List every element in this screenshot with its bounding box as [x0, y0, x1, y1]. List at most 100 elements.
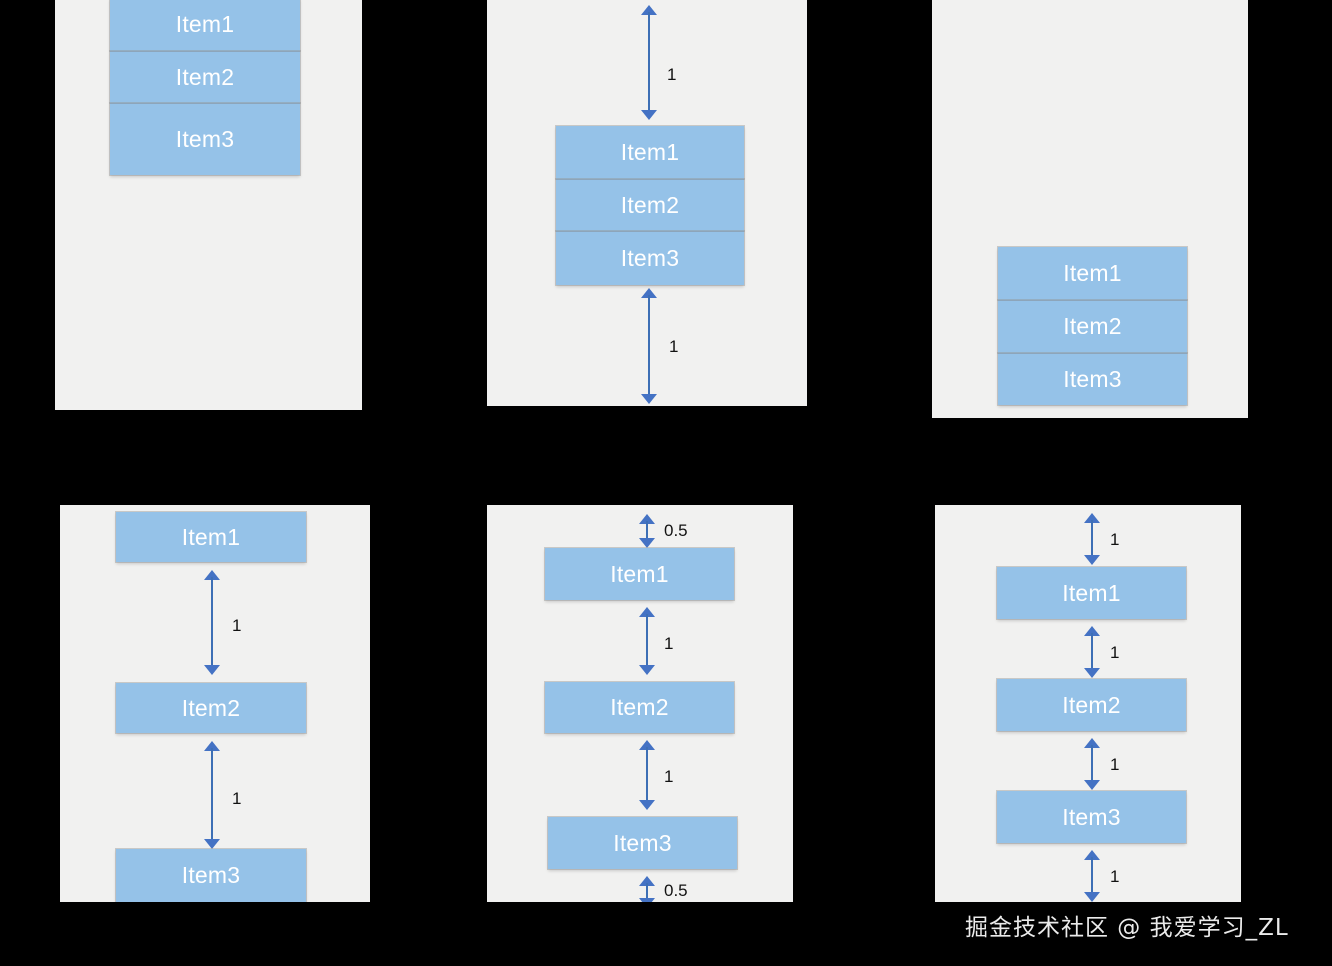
item-label: Item1: [620, 139, 680, 165]
item-box: Item2: [997, 679, 1186, 731]
gap-arrow: [638, 740, 656, 810]
gap-label: 1: [232, 789, 242, 808]
arrow-head-down-icon: [204, 839, 220, 849]
watermark: 掘金技术社区 @ 我爱学习_ZL: [965, 915, 1289, 941]
arrow-head-down-icon: [204, 665, 220, 675]
item-label: Item2: [1062, 691, 1121, 718]
gap-arrow: [640, 288, 658, 404]
item-box: Item3: [997, 791, 1186, 843]
item-label: Item3: [613, 829, 672, 856]
arrow-head-down-icon: [1084, 892, 1100, 902]
gap-arrow: [203, 741, 221, 849]
item-label: Item1: [181, 523, 241, 550]
arrow-head-down-icon: [1084, 780, 1100, 790]
item-label: Item3: [1063, 365, 1122, 392]
arrow-head-down-icon: [1084, 555, 1100, 565]
arrow-head-up-icon: [204, 741, 220, 751]
arrow-head-up-icon: [204, 570, 220, 580]
item-box: Item2: [556, 179, 744, 231]
gap-arrow: [638, 514, 656, 548]
gap-arrow: [1083, 850, 1101, 902]
item-label: Item3: [181, 862, 241, 888]
arrow-head-down-icon: [639, 538, 655, 548]
gap-arrow: [638, 876, 656, 902]
arrow-head-up-icon: [639, 607, 655, 617]
arrow-shaft: [646, 747, 648, 803]
arrow-head-down-icon: [641, 110, 657, 120]
gap-label: 1: [667, 65, 677, 84]
panel-center: 1 Item1 Item2 Item3 1: [487, 0, 807, 406]
arrow-shaft: [646, 614, 648, 668]
arrow-head-up-icon: [641, 5, 657, 15]
arrow-shaft: [648, 12, 650, 113]
arrow-head-up-icon: [641, 288, 657, 298]
arrow-head-up-icon: [1084, 850, 1100, 860]
gap-arrow: [1083, 738, 1101, 790]
arrow-head-up-icon: [1084, 513, 1100, 523]
arrow-head-down-icon: [639, 898, 655, 902]
arrow-shaft: [211, 577, 213, 668]
item-box: Item3: [556, 231, 744, 285]
item-label: Item2: [610, 694, 669, 720]
arrow-shaft: [1091, 857, 1093, 895]
item-box: Item1: [116, 512, 306, 562]
item-box: Item3: [116, 849, 306, 902]
arrow-shaft: [211, 748, 213, 842]
arrow-head-up-icon: [639, 740, 655, 750]
gap-label: 1: [664, 634, 674, 653]
gap-arrow: [638, 607, 656, 675]
item-box: Item3: [998, 353, 1187, 405]
gap-label: 1: [1110, 530, 1120, 549]
gap-label: 0.5: [664, 881, 688, 900]
gap-arrow: [1083, 513, 1101, 565]
item-label: Item1: [610, 560, 669, 587]
arrow-shaft: [1091, 633, 1093, 671]
item-box: Item2: [116, 683, 306, 733]
panel-space-between: Item1 1 Item2 1 Item3: [60, 505, 370, 902]
item-box: Item2: [110, 51, 300, 103]
gap-arrow: [203, 570, 221, 675]
item-label: Item2: [620, 191, 680, 218]
item-box: Item1: [997, 567, 1186, 619]
gap-arrow: [1083, 626, 1101, 678]
panel-flex-start: Item1 Item2 Item3: [55, 0, 362, 410]
arrow-shaft: [646, 521, 648, 541]
item-box: Item1: [110, 0, 300, 51]
gap-label: 1: [1110, 755, 1120, 774]
panel-flex-end: Item1 Item2 Item3: [932, 0, 1248, 418]
arrow-head-down-icon: [639, 800, 655, 810]
gap-label: 1: [664, 767, 674, 786]
gap-arrow: [640, 5, 658, 120]
item-label: Item1: [175, 11, 235, 37]
gap-label: 1: [669, 337, 679, 356]
gap-label: 1: [1110, 643, 1120, 662]
item-box: Item1: [556, 126, 744, 179]
arrow-head-up-icon: [1084, 626, 1100, 636]
item-label: Item3: [175, 125, 235, 152]
arrow-shaft: [1091, 745, 1093, 783]
arrow-head-up-icon: [639, 514, 655, 524]
gap-label: 0.5: [664, 521, 688, 540]
item-box: Item2: [998, 300, 1187, 353]
item-box: Item1: [998, 247, 1187, 300]
item-label: Item2: [181, 694, 241, 721]
item-label: Item2: [1063, 313, 1122, 339]
arrow-head-down-icon: [639, 665, 655, 675]
gap-label: 1: [1110, 867, 1120, 886]
gap-label: 1: [232, 616, 242, 635]
arrow-head-down-icon: [1084, 668, 1100, 678]
panel-space-evenly: 1 Item1 1 Item2 1 Item3 1: [935, 505, 1241, 902]
item-box: Item1: [545, 548, 734, 600]
item-box: Item3: [110, 103, 300, 175]
arrow-shaft: [1091, 520, 1093, 558]
item-label: Item3: [620, 244, 680, 271]
item-box: Item2: [545, 682, 734, 733]
arrow-shaft: [648, 295, 650, 397]
arrow-head-up-icon: [1084, 738, 1100, 748]
arrow-shaft: [646, 883, 648, 901]
panel-space-around: 0.5 Item1 1 Item2 1 Item3 0.5: [487, 505, 793, 902]
arrow-head-up-icon: [639, 876, 655, 886]
item-label: Item1: [1062, 579, 1121, 606]
item-label: Item3: [1062, 803, 1121, 830]
item-box: Item3: [548, 817, 737, 869]
